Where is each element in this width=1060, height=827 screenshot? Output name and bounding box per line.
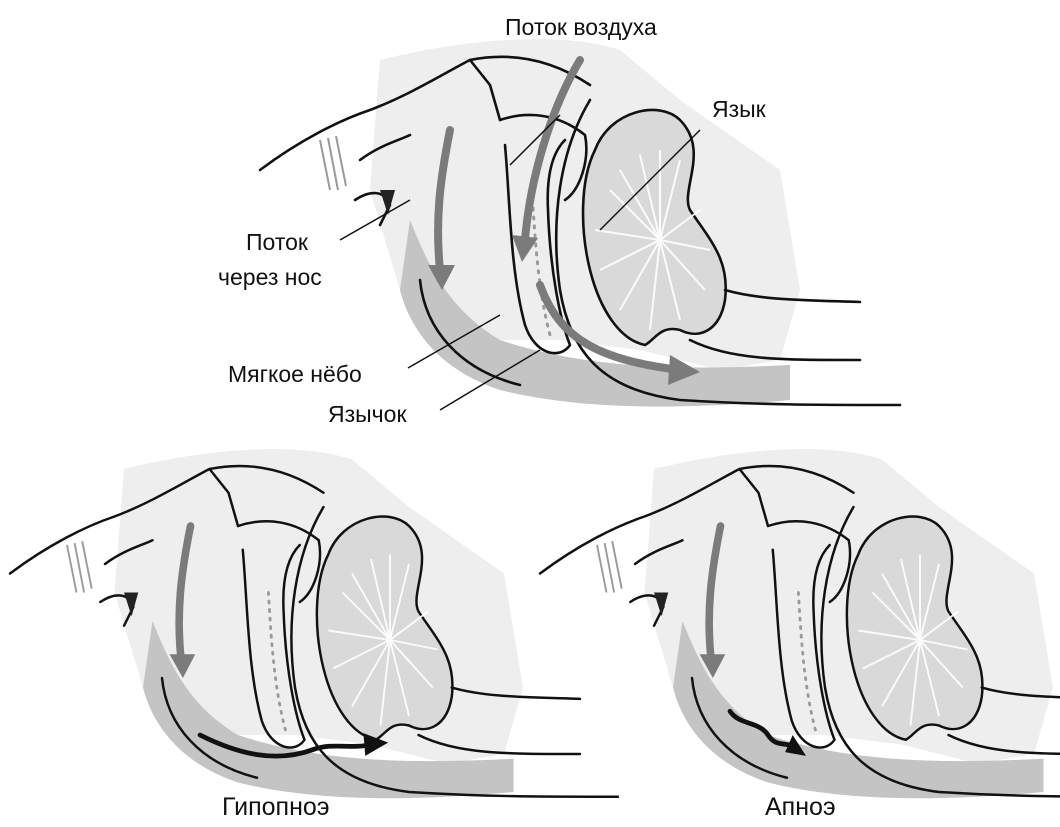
normal-airway-figure <box>260 39 900 406</box>
soft-palate-label: Мягкое нёбо <box>228 361 362 387</box>
uvula-label: Язычок <box>328 401 407 427</box>
nasal-flow-label-line2: через нос <box>218 264 322 290</box>
hypopnea-figure <box>10 449 618 798</box>
hypopnea-caption: Гипопноэ <box>222 793 330 821</box>
tongue-label: Язык <box>712 96 767 122</box>
apnea-caption: Апноэ <box>765 793 836 821</box>
nasal-flow-label-line1: Поток <box>246 229 309 255</box>
apnea-figure <box>540 449 1060 798</box>
airflow-label: Поток воздуха <box>505 14 657 40</box>
